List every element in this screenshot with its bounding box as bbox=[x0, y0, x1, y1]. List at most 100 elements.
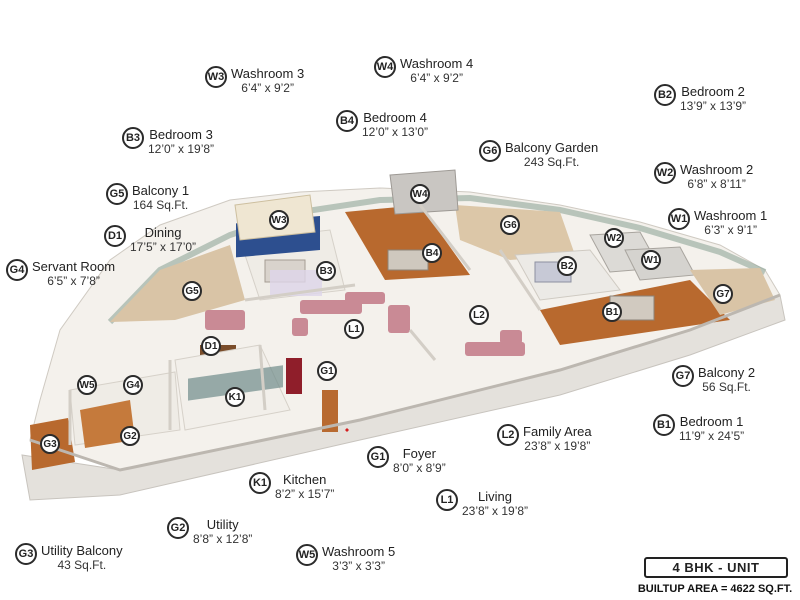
front-wall bbox=[29, 293, 781, 472]
tag-W5: W5 bbox=[77, 375, 97, 395]
tag-B4: B4 bbox=[422, 243, 442, 263]
legend-name: Family Area bbox=[523, 424, 592, 439]
legend-code: G6 bbox=[479, 140, 501, 162]
legend-dim: 23’8” x 19’8” bbox=[524, 439, 591, 453]
tag-B2: B2 bbox=[557, 256, 577, 276]
legend-code: G3 bbox=[15, 543, 37, 565]
legend-dim: 8’2” x 15’7” bbox=[275, 487, 335, 501]
legend-name: Living bbox=[478, 489, 512, 504]
legend-code: W4 bbox=[374, 56, 396, 78]
legend-name: Washroom 1 bbox=[694, 208, 768, 223]
family-armchair bbox=[500, 330, 522, 344]
living-armchair bbox=[388, 305, 410, 333]
legend-name: Bedroom 4 bbox=[363, 110, 427, 125]
bedroom-4-floor bbox=[345, 205, 470, 280]
legend-code: W1 bbox=[668, 208, 690, 230]
entry-marker bbox=[345, 428, 349, 432]
legend-name: Bedroom 1 bbox=[679, 414, 744, 429]
tag-G3: G3 bbox=[40, 434, 60, 454]
family-sofa bbox=[465, 342, 525, 356]
legend-code: L1 bbox=[436, 489, 458, 511]
legend-name: Washroom 4 bbox=[400, 56, 474, 71]
legend-name: Utility bbox=[206, 517, 239, 532]
legend-dim: 12’0” x 19’8” bbox=[148, 142, 215, 156]
legend-name: Balcony Garden bbox=[505, 140, 599, 155]
tag-G2: G2 bbox=[120, 426, 140, 446]
legend-name: Balcony 2 bbox=[698, 365, 756, 380]
legend-dim: 3’3” x 3’3” bbox=[332, 559, 385, 573]
legend-dim: 243 Sq.Ft. bbox=[523, 155, 580, 169]
foyer-door bbox=[322, 390, 338, 432]
tag-W2: W2 bbox=[604, 228, 624, 248]
tag-G5: G5 bbox=[182, 281, 202, 301]
legend-name: Bedroom 2 bbox=[681, 84, 745, 99]
internal-walls bbox=[68, 204, 542, 445]
unit-title: 4 BHK - UNIT bbox=[644, 557, 788, 578]
legend-code: W3 bbox=[205, 66, 227, 88]
tag-G1: G1 bbox=[317, 361, 337, 381]
legend-name: Dining bbox=[144, 225, 182, 240]
legend-dim: 13’9” x 13’9” bbox=[680, 99, 747, 113]
tag-W3: W3 bbox=[269, 210, 289, 230]
fridge bbox=[286, 358, 302, 394]
tag-L2: L2 bbox=[469, 305, 489, 325]
living-sofa-side bbox=[345, 292, 385, 304]
tag-B3: B3 bbox=[316, 261, 336, 281]
legend-code: G4 bbox=[6, 259, 28, 281]
legend-name: Bedroom 3 bbox=[149, 127, 213, 142]
legend-code: W2 bbox=[654, 162, 676, 184]
legend-name: Balcony 1 bbox=[132, 183, 190, 198]
tag-W1: W1 bbox=[641, 250, 661, 270]
legend-dim: 8’8” x 12’8” bbox=[193, 532, 253, 546]
tag-W4: W4 bbox=[410, 184, 430, 204]
legend-code: K1 bbox=[249, 472, 271, 494]
legend-code: W5 bbox=[296, 544, 318, 566]
legend-dim: 56 Sq.Ft. bbox=[702, 380, 751, 394]
legend-code: G5 bbox=[106, 183, 128, 205]
legend-dim: 11’9” x 24’5” bbox=[679, 429, 745, 443]
legend-code: B3 bbox=[122, 127, 144, 149]
legend-dim: 6’4” x 9’2” bbox=[241, 81, 294, 95]
tag-G7: G7 bbox=[713, 284, 733, 304]
legend-name: Kitchen bbox=[283, 472, 327, 487]
legend-name: Foyer bbox=[402, 446, 436, 461]
legend-dim: 6’8” x 8’11” bbox=[687, 177, 746, 191]
builtup-area: BUILTUP AREA = 4622 SQ.FT. bbox=[637, 583, 793, 595]
living-ottoman bbox=[292, 318, 308, 336]
tag-G6: G6 bbox=[500, 215, 520, 235]
legend-code: D1 bbox=[104, 225, 126, 247]
legend-dim: 6’5” x 7’8” bbox=[47, 274, 100, 288]
tag-K1: K1 bbox=[225, 387, 245, 407]
dining-sofa bbox=[205, 310, 245, 330]
kitchen-counter bbox=[188, 365, 283, 401]
legend-dim: 8’0” x 8’9” bbox=[393, 461, 446, 475]
legend-code: G1 bbox=[367, 446, 389, 468]
legend-code: G2 bbox=[167, 517, 189, 539]
legend-name: Washroom 5 bbox=[322, 544, 396, 559]
tag-L1: L1 bbox=[344, 319, 364, 339]
legend-dim: 12’0” x 13’0” bbox=[362, 125, 429, 139]
legend-dim: 43 Sq.Ft. bbox=[57, 558, 107, 572]
legend-dim: 23’8” x 19’8” bbox=[462, 504, 529, 518]
tag-G4: G4 bbox=[123, 375, 143, 395]
tag-D1: D1 bbox=[201, 336, 221, 356]
